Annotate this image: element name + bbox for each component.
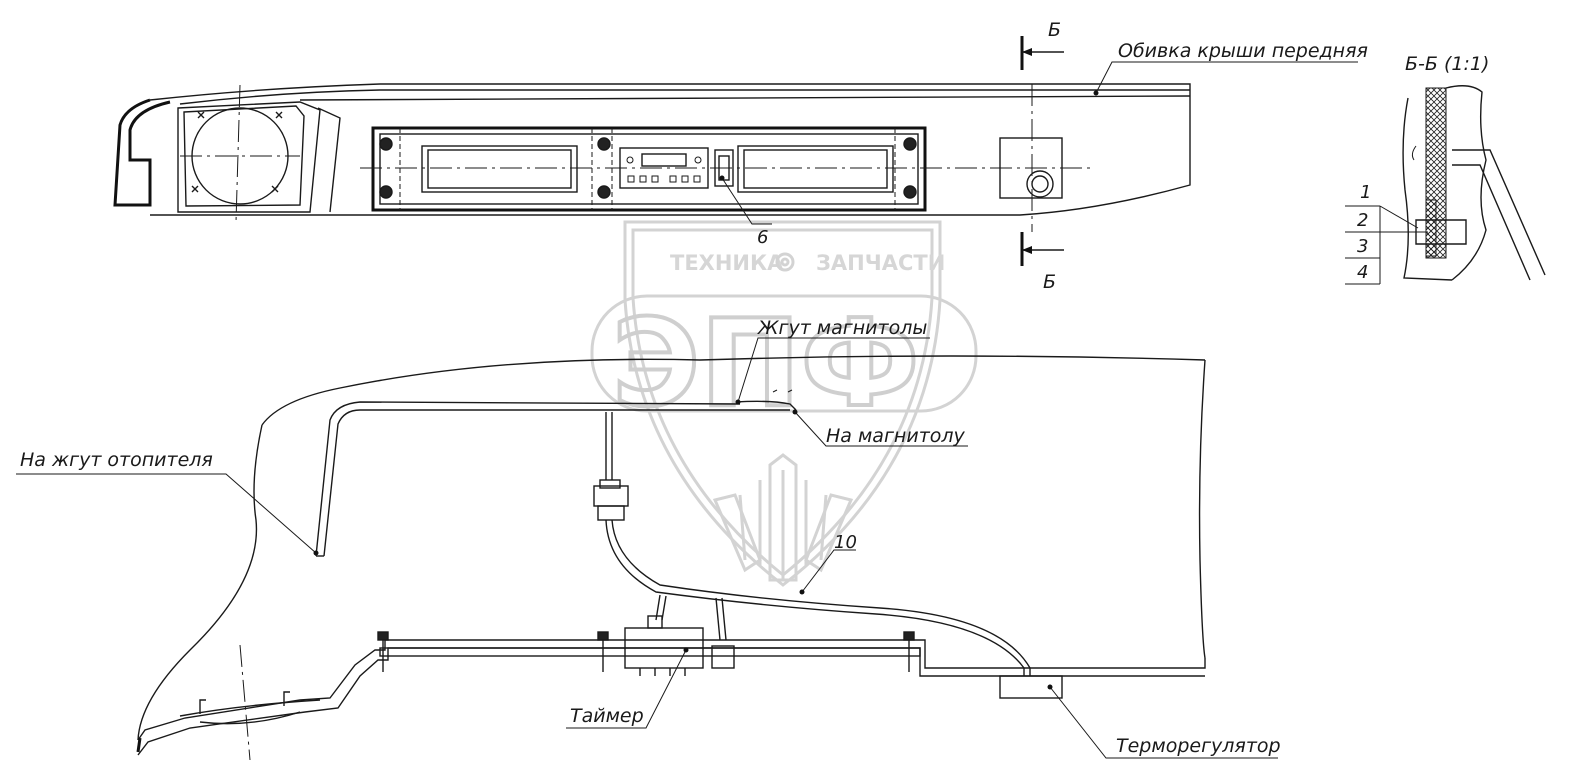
to-heater-harness-label: На жгут отопителя: [20, 449, 213, 471]
radio-harness-label: Жгут магнитолы: [757, 317, 927, 339]
position-2: 2: [1357, 210, 1368, 231]
position-4: 4: [1357, 262, 1368, 283]
watermark-left-word: ТЕХНИКА: [670, 251, 784, 275]
section-mark-bottom: Б: [1043, 271, 1056, 293]
position-3: 3: [1357, 236, 1368, 257]
gear-icon: [775, 252, 795, 272]
position-6: 6: [757, 227, 768, 248]
section-title: Б-Б (1:1): [1405, 53, 1489, 75]
section-view: Б-Б (1:1) 1 2 3 4: [1345, 53, 1546, 285]
lamp-panel: [360, 126, 1090, 212]
dome-lamp: [180, 84, 300, 223]
roof-trim-top-view: Б Б Обивка крыши передняя 6: [113, 19, 1368, 293]
watermark-monogram: ЭПФ: [612, 295, 920, 434]
section-mark-top: Б: [1048, 19, 1061, 41]
section-cut: Б Б: [1020, 19, 1064, 293]
wheat-icon: [712, 453, 854, 582]
timer-label: Таймер: [570, 705, 644, 727]
to-radio-label: На магнитолу: [826, 425, 966, 447]
watermark-right-word: ЗАПЧАСТИ: [816, 251, 945, 275]
side-view: Жгут магнитолы На магнитолу На жгут отоп…: [16, 317, 1281, 761]
thermostat-label: Терморегулятор: [1116, 735, 1281, 757]
position-10: 10: [834, 532, 857, 553]
watermark: ТЕХНИКА ЗАПЧАСТИ ЭПФ: [590, 220, 978, 587]
position-1: 1: [1360, 182, 1371, 203]
roof-trim-label: Обивка крыши передняя: [1118, 40, 1368, 62]
